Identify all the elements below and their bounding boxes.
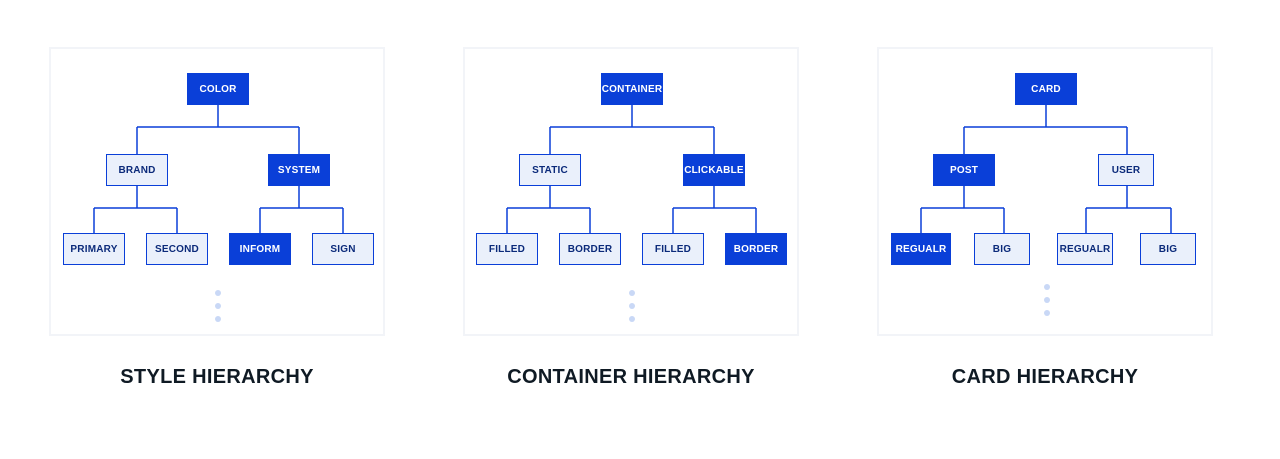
node-regualr-user: REGUALR	[1057, 233, 1113, 265]
container-tree-connectors	[506, 105, 757, 233]
node-inform: INFORM	[229, 233, 291, 265]
card-hierarchy-panel: CARD POST USER REGUALR BIG REGUALR BIG	[877, 47, 1213, 336]
ellipsis-dot	[1044, 284, 1050, 290]
ellipsis-dot	[629, 290, 635, 296]
node-filled-clickable: FILLED	[642, 233, 704, 265]
ellipsis-dot	[629, 316, 635, 322]
node-second: SECOND	[146, 233, 208, 265]
ellipsis-dot	[215, 316, 221, 322]
node-brand: BRAND	[106, 154, 168, 186]
node-color: COLOR	[187, 73, 249, 105]
node-border-clickable: BORDER	[725, 233, 787, 265]
container-hierarchy-caption: CONTAINER HIERARCHY	[507, 366, 755, 388]
node-system: SYSTEM	[268, 154, 330, 186]
container-hierarchy-panel: CONTAINER STATIC CLICKABLE FILLED BORDER…	[463, 47, 799, 336]
node-sign: SIGN	[312, 233, 374, 265]
node-primary: PRIMARY	[63, 233, 125, 265]
style-hierarchy-panel: COLOR BRAND SYSTEM PRIMARY SECOND INFORM…	[49, 47, 385, 336]
card-hierarchy-caption: CARD HIERARCHY	[951, 366, 1139, 388]
ellipsis-dot	[629, 303, 635, 309]
node-big-user: BIG	[1140, 233, 1196, 265]
ellipsis-dot	[1044, 310, 1050, 316]
node-static: STATIC	[519, 154, 581, 186]
node-container: CONTAINER	[601, 73, 663, 105]
node-regualr-post: REGUALR	[891, 233, 951, 265]
style-tree-connectors	[93, 105, 344, 233]
card-tree-connectors	[920, 105, 1172, 233]
node-post: POST	[933, 154, 995, 186]
node-card: CARD	[1015, 73, 1077, 105]
ellipsis-dot	[215, 303, 221, 309]
style-hierarchy-caption: STYLE HIERARCHY	[120, 366, 314, 388]
node-user: USER	[1098, 154, 1154, 186]
node-border: BORDER	[559, 233, 621, 265]
node-big-post: BIG	[974, 233, 1030, 265]
node-clickable: CLICKABLE	[683, 154, 745, 186]
ellipsis-dot	[215, 290, 221, 296]
node-filled: FILLED	[476, 233, 538, 265]
ellipsis-dot	[1044, 297, 1050, 303]
